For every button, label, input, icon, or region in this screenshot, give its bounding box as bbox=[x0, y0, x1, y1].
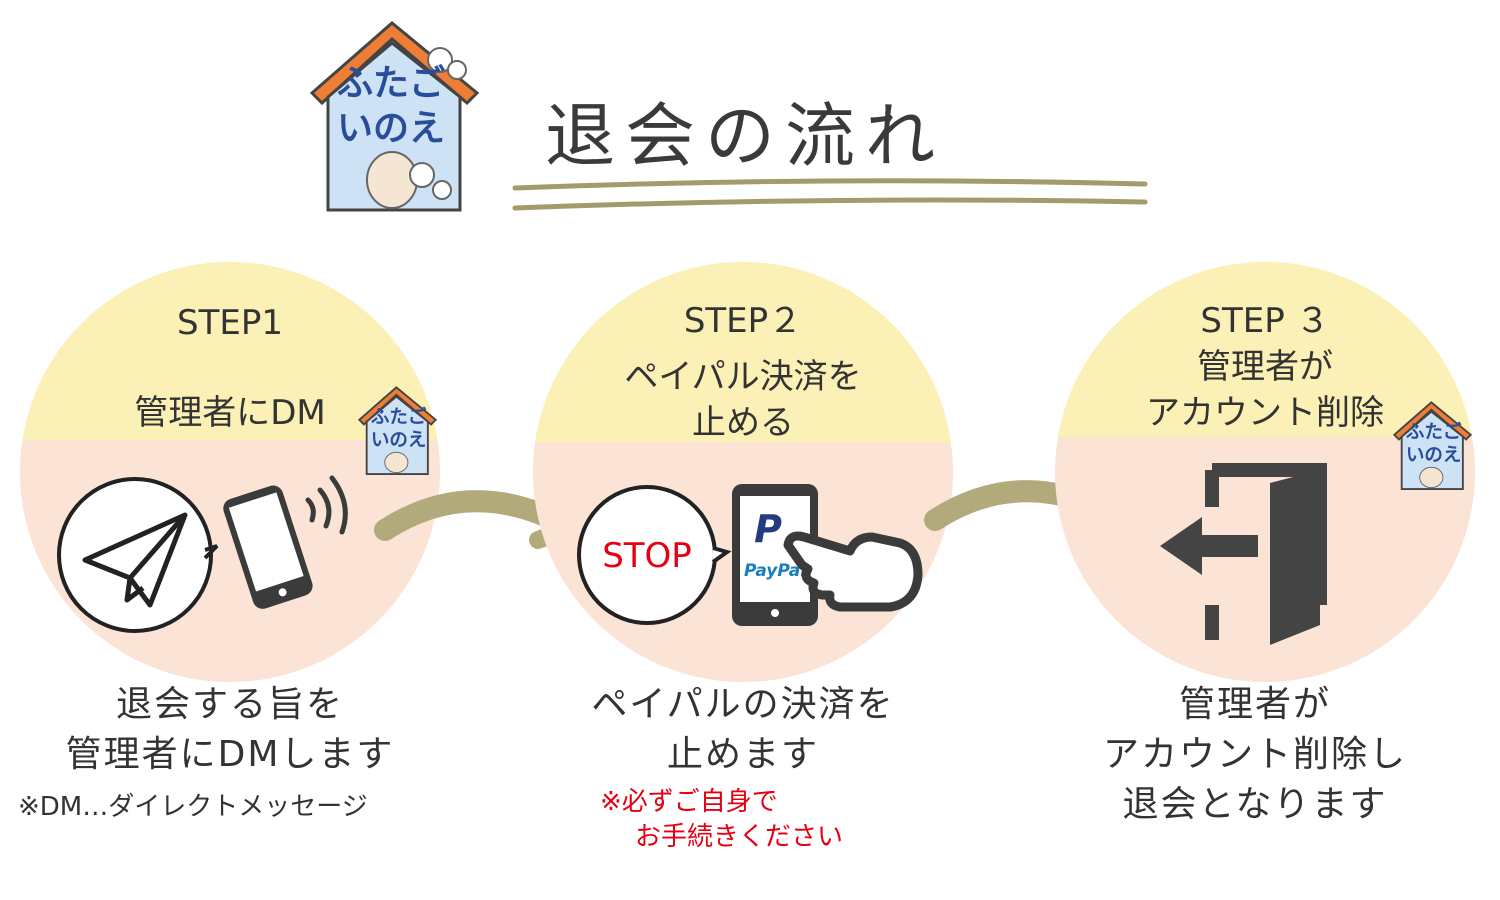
svg-text:ふたご: ふたご bbox=[1406, 421, 1462, 443]
step3-heading-line: アカウント削除 bbox=[1146, 393, 1384, 433]
step2-label: STEP２ bbox=[683, 301, 803, 341]
step2-desc-line: 止めます bbox=[666, 734, 819, 775]
svg-text:ふたご: ふたご bbox=[371, 406, 427, 428]
logo-text-bottom: いのえ bbox=[337, 108, 445, 149]
step1-desc-line: 退会する旨を bbox=[115, 684, 344, 725]
paypal-label: PayPal bbox=[744, 561, 807, 581]
step3-desc-line: アカウント削除し bbox=[1102, 734, 1407, 775]
step3-label: STEP ３ bbox=[1200, 301, 1330, 341]
pointing-hand-icon bbox=[783, 531, 923, 612]
svg-text:P: P bbox=[754, 507, 782, 551]
title-underline bbox=[512, 178, 1148, 211]
step2-desc: ペイパルの決済を 止めます bbox=[533, 680, 953, 780]
step2-note-line: お手続きください bbox=[635, 822, 844, 852]
step1-heading: 管理者にDM bbox=[134, 393, 326, 433]
signal-waves-icon bbox=[305, 475, 348, 535]
step1-label: STEP1 bbox=[177, 303, 283, 343]
step3-desc: 管理者が アカウント削除し 退会となります bbox=[1055, 680, 1455, 830]
paypal-phone-icon: P PayPal bbox=[732, 484, 818, 626]
stop-bubble-icon: STOP bbox=[577, 485, 732, 625]
step3-desc-line: 管理者が bbox=[1178, 684, 1331, 725]
step2-note-line: ※必ずご自身で bbox=[600, 787, 778, 817]
smartphone-icon bbox=[223, 485, 313, 609]
svg-text:いのえ: いのえ bbox=[1406, 445, 1462, 466]
page-title: 退会の流れ bbox=[545, 95, 945, 177]
step2-heading-line: ペイパル決済を bbox=[624, 357, 862, 397]
logo-text-top: ふたご bbox=[337, 63, 445, 104]
house-logo-icon-small: ふたご いのえ bbox=[1392, 401, 1473, 490]
step2-heading-line: 止める bbox=[692, 403, 794, 443]
step1-note: ※DM…ダイレクトメッセージ bbox=[18, 792, 368, 822]
step2-circle: STEP２ ペイパル決済を 止める bbox=[533, 262, 953, 682]
svg-text:いのえ: いのえ bbox=[371, 430, 427, 451]
house-logo-icon-small: ふたご いのえ bbox=[357, 386, 438, 475]
step3-desc-line: 退会となります bbox=[1122, 784, 1388, 825]
step1-desc: 退会する旨を 管理者にDMします bbox=[20, 680, 440, 780]
step3-heading-line: 管理者が bbox=[1197, 347, 1333, 387]
step1-desc-line: 管理者にDMします bbox=[65, 734, 395, 775]
step2-desc-line: ペイパルの決済を bbox=[591, 684, 895, 725]
stop-label: STOP bbox=[602, 536, 692, 576]
house-logo-icon: ふたご いのえ bbox=[309, 21, 480, 212]
exit-door-icon bbox=[1160, 463, 1327, 645]
paper-plane-icon bbox=[57, 477, 219, 633]
